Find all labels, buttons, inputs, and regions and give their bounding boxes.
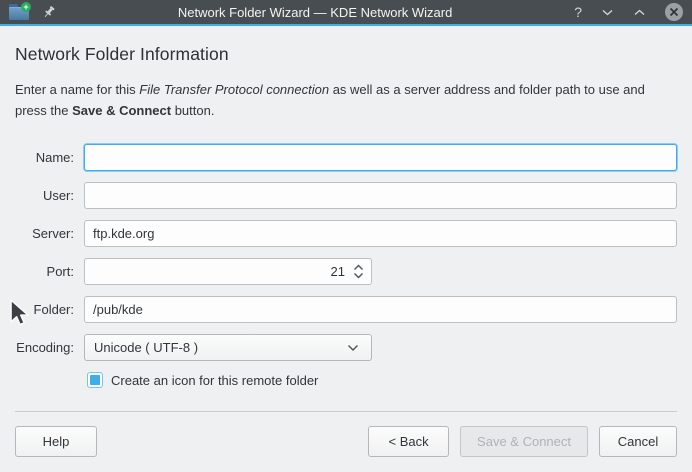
description-text: as well as a server address and folder p… bbox=[15, 82, 645, 119]
pin-icon[interactable] bbox=[42, 5, 56, 19]
spin-up-icon[interactable] bbox=[353, 264, 364, 271]
form-row-name: Name: bbox=[15, 144, 677, 172]
checkbox-checked-mark bbox=[90, 375, 100, 386]
form-row-port: Port: 21 bbox=[15, 258, 677, 286]
encoding-label: Encoding: bbox=[16, 340, 74, 356]
footer-separator bbox=[15, 411, 677, 413]
description-bold-text: Save & Connect bbox=[72, 103, 172, 119]
back-button[interactable]: < Back bbox=[368, 426, 450, 458]
titlebar-help-icon[interactable]: ? bbox=[574, 4, 582, 20]
user-input[interactable] bbox=[84, 182, 677, 210]
port-value[interactable]: 21 bbox=[330, 264, 345, 280]
user-label: User: bbox=[42, 188, 74, 204]
roll-down-icon[interactable] bbox=[601, 5, 614, 20]
folder-label: Folder: bbox=[33, 302, 74, 318]
plus-badge-icon: + bbox=[21, 1, 31, 12]
network-folder-form: Name: User: Server: Port: 21 bbox=[15, 144, 677, 389]
titlebar[interactable]: + Network Folder Wizard — KDE Network Wi… bbox=[0, 0, 692, 26]
help-button[interactable]: Help bbox=[15, 426, 97, 458]
folder-tab-shape bbox=[9, 3, 18, 9]
close-icon[interactable] bbox=[665, 3, 683, 21]
new-network-folder-icon[interactable]: + bbox=[9, 1, 31, 21]
form-row-server: Server: bbox=[15, 220, 677, 248]
form-row-encoding: Encoding: Unicode ( UTF-8 ) bbox=[15, 334, 677, 362]
encoding-select[interactable]: Unicode ( UTF-8 ) bbox=[84, 334, 372, 362]
folder-input[interactable] bbox=[84, 296, 677, 324]
roll-up-icon[interactable] bbox=[633, 5, 646, 20]
save-connect-button[interactable]: Save & Connect bbox=[460, 426, 588, 458]
create-icon-checkbox-label[interactable]: Create an icon for this remote folder bbox=[111, 372, 319, 388]
spin-down-icon[interactable] bbox=[353, 272, 364, 279]
port-label: Port: bbox=[46, 264, 74, 280]
page-description: Enter a name for this File Transfer Prot… bbox=[15, 79, 677, 121]
port-spinbox[interactable]: 21 bbox=[84, 258, 372, 286]
description-text: button. bbox=[171, 103, 215, 119]
encoding-selected-value: Unicode ( UTF-8 ) bbox=[94, 340, 199, 356]
description-text: Enter a name for this bbox=[15, 82, 140, 97]
button-row: Help < Back Save & Connect Cancel bbox=[15, 426, 677, 458]
cancel-button[interactable]: Cancel bbox=[599, 426, 677, 458]
form-row-folder: Folder: bbox=[15, 296, 677, 324]
name-input[interactable] bbox=[84, 144, 677, 172]
page-title: Network Folder Information bbox=[15, 44, 229, 64]
name-label: Name: bbox=[35, 150, 74, 166]
create-icon-option: Create an icon for this remote folder bbox=[87, 372, 677, 389]
wizard-page: Network Folder Information Enter a name … bbox=[0, 44, 692, 458]
create-icon-checkbox[interactable] bbox=[87, 372, 103, 389]
chevron-down-icon bbox=[347, 340, 359, 355]
window-title: Network Folder Wizard — KDE Network Wiza… bbox=[177, 4, 453, 20]
form-row-user: User: bbox=[15, 182, 677, 210]
description-italic-text: File Transfer Protocol connection bbox=[139, 82, 330, 97]
server-input[interactable] bbox=[84, 220, 677, 248]
server-label: Server: bbox=[32, 226, 74, 242]
